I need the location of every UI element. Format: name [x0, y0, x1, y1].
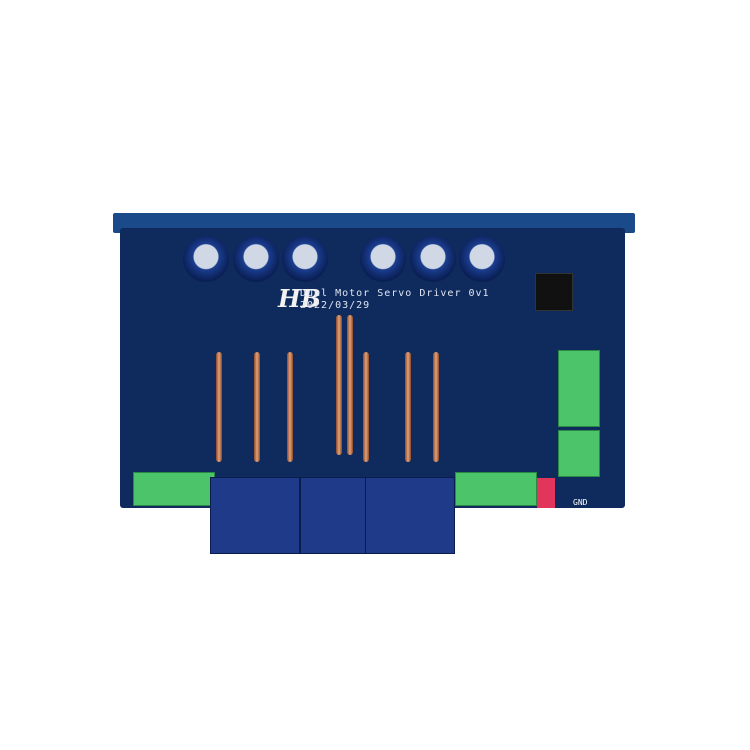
shunt-wire [433, 352, 439, 462]
screw-terminal-motor-c[interactable] [365, 477, 455, 554]
terminal-block-signal[interactable] [558, 350, 600, 427]
shunt-wire [216, 352, 222, 462]
silkscreen-text: Dual Motor Servo Driver 0v1 2022/03/29 [300, 288, 490, 312]
terminal-block-power[interactable] [133, 472, 215, 506]
capacitor [410, 236, 456, 282]
board-title: Dual Motor Servo Driver 0v1 [300, 288, 490, 299]
capacitor [183, 236, 229, 282]
shunt-wire [347, 315, 353, 455]
terminal-block-control[interactable] [558, 430, 600, 477]
gnd-label: GND [573, 498, 588, 507]
shunt-wire [254, 352, 260, 462]
capacitor [282, 236, 328, 282]
board-date: 2022/03/29 [300, 300, 371, 311]
capacitor [233, 236, 279, 282]
microcontroller-chip [535, 273, 573, 311]
terminal-block-encoder[interactable] [455, 472, 537, 506]
capacitor [360, 236, 406, 282]
screw-terminal-motor-a[interactable] [210, 477, 300, 554]
shunt-wire [405, 352, 411, 462]
shunt-wire [363, 352, 369, 462]
red-connector[interactable] [537, 478, 555, 508]
brand-logo: HB [278, 284, 321, 313]
capacitor [459, 236, 505, 282]
shunt-wire [336, 315, 342, 455]
shunt-wire [287, 352, 293, 462]
